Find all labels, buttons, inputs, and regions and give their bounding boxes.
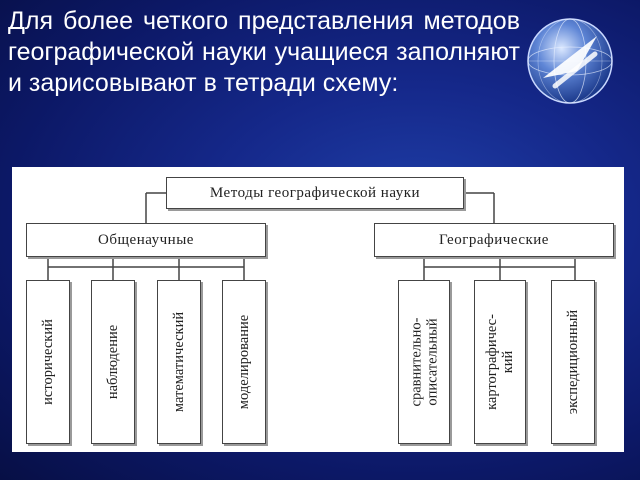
category-geographic: Географические	[374, 223, 614, 257]
method-comparative-descriptive: сравнительно- описательный	[398, 280, 450, 444]
root-box: Методы географической науки	[166, 177, 464, 209]
method-label-line: картографичес-	[484, 314, 501, 410]
method-historical: исторический	[26, 280, 70, 444]
method-expeditionary: экспедиционный	[551, 280, 595, 444]
method-observation: наблюдение	[91, 280, 135, 444]
method-label: картографичес- кий	[484, 314, 516, 410]
method-label: моделирование	[236, 314, 252, 410]
method-label: исторический	[40, 319, 57, 405]
intro-text: Для более четкого представления методов …	[8, 7, 520, 97]
category-general-scientific: Общенаучные	[26, 223, 266, 257]
globe-logo-icon	[527, 18, 613, 104]
method-modeling: моделирование	[222, 280, 266, 444]
method-label: сравнительно- описательный	[408, 318, 440, 407]
method-label-line: описательный	[424, 318, 441, 406]
method-cartographic: картографичес- кий	[474, 280, 526, 444]
diagram-connectors	[47, 192, 576, 280]
diagram-panel: Методы географической науки Общенаучные …	[12, 167, 624, 452]
method-label-line: экспедиционный	[565, 309, 581, 415]
method-label-line: кий	[500, 350, 517, 374]
method-label-line: сравнительно-	[408, 317, 425, 407]
method-label: математический	[171, 311, 188, 413]
method-label: экспедиционный	[565, 310, 581, 414]
method-mathematical: математический	[157, 280, 201, 444]
method-label: наблюдение	[105, 324, 121, 400]
